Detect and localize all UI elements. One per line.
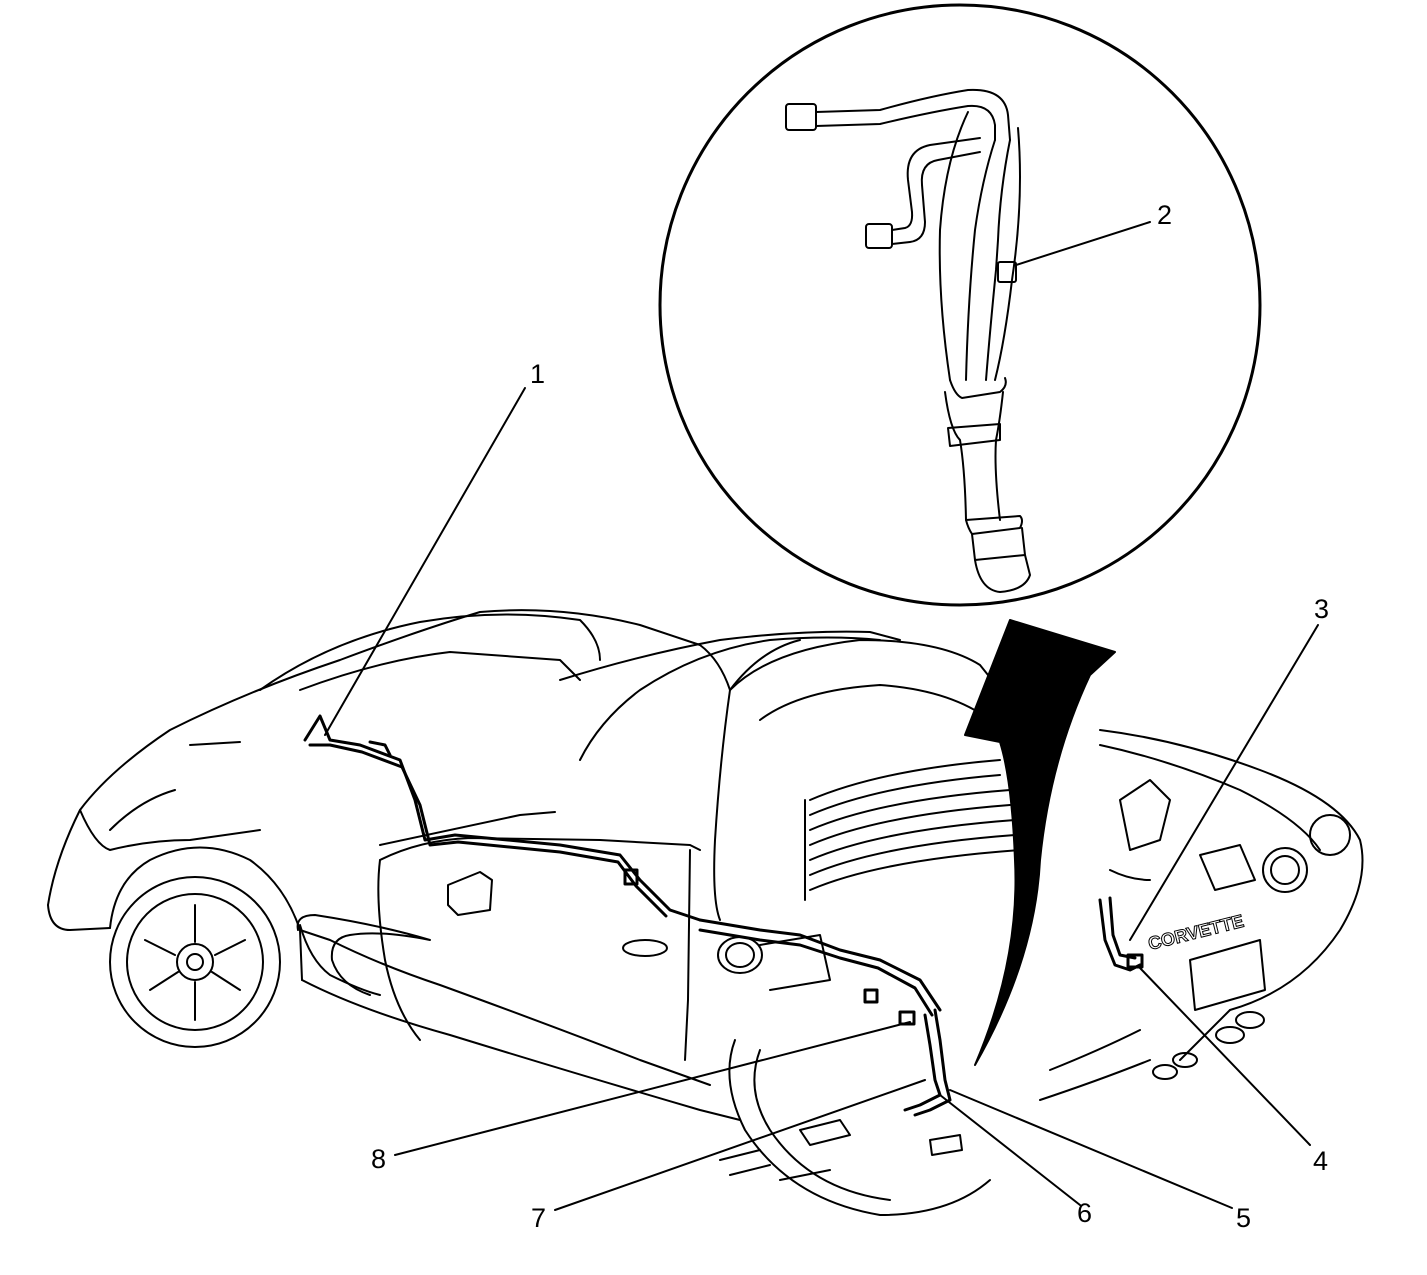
callout-leader-5 bbox=[949, 1089, 1233, 1209]
callout-number-6: 6 bbox=[1077, 1198, 1092, 1228]
callout-number-8: 8 bbox=[371, 1144, 386, 1174]
callout-leader-6 bbox=[939, 1094, 1081, 1206]
callout-number-1: 1 bbox=[530, 359, 545, 389]
rear-emblem bbox=[1199, 844, 1256, 891]
callout-leader-1 bbox=[324, 387, 526, 736]
fuel-hose-assembly-detail bbox=[785, 88, 1031, 593]
front-wheel-rim bbox=[126, 893, 264, 1031]
callout-leader-2 bbox=[1015, 221, 1151, 266]
fuel-tank-assembly bbox=[717, 934, 991, 1216]
car-body-outline bbox=[47, 609, 1364, 1121]
door-handle bbox=[622, 939, 668, 957]
detail-arrow bbox=[964, 619, 1116, 1066]
tail-light-middle bbox=[1262, 847, 1308, 893]
callout-leader-3 bbox=[1129, 624, 1319, 941]
license-plate-recess bbox=[1189, 939, 1266, 1011]
callout-leader-7 bbox=[554, 1079, 926, 1211]
callout-leaders bbox=[324, 387, 1319, 1211]
fuel-lines-harness bbox=[303, 714, 1144, 1117]
callout-number-2: 2 bbox=[1157, 200, 1172, 230]
callout-leader-4 bbox=[1139, 967, 1311, 1146]
callout-number-3: 3 bbox=[1314, 594, 1329, 624]
front-wheel-tire bbox=[109, 876, 281, 1048]
callout-numbers: 1 2 3 4 5 6 7 8 bbox=[371, 200, 1329, 1233]
callout-number-5: 5 bbox=[1236, 1203, 1251, 1233]
side-mirror bbox=[447, 871, 493, 916]
tail-light-upper bbox=[1309, 814, 1351, 856]
detail-inset bbox=[658, 3, 1262, 607]
detail-inset-circle bbox=[658, 3, 1262, 607]
callout-number-7: 7 bbox=[531, 1203, 546, 1233]
callout-number-4: 4 bbox=[1313, 1146, 1328, 1176]
callout-leader-8 bbox=[394, 1021, 911, 1156]
